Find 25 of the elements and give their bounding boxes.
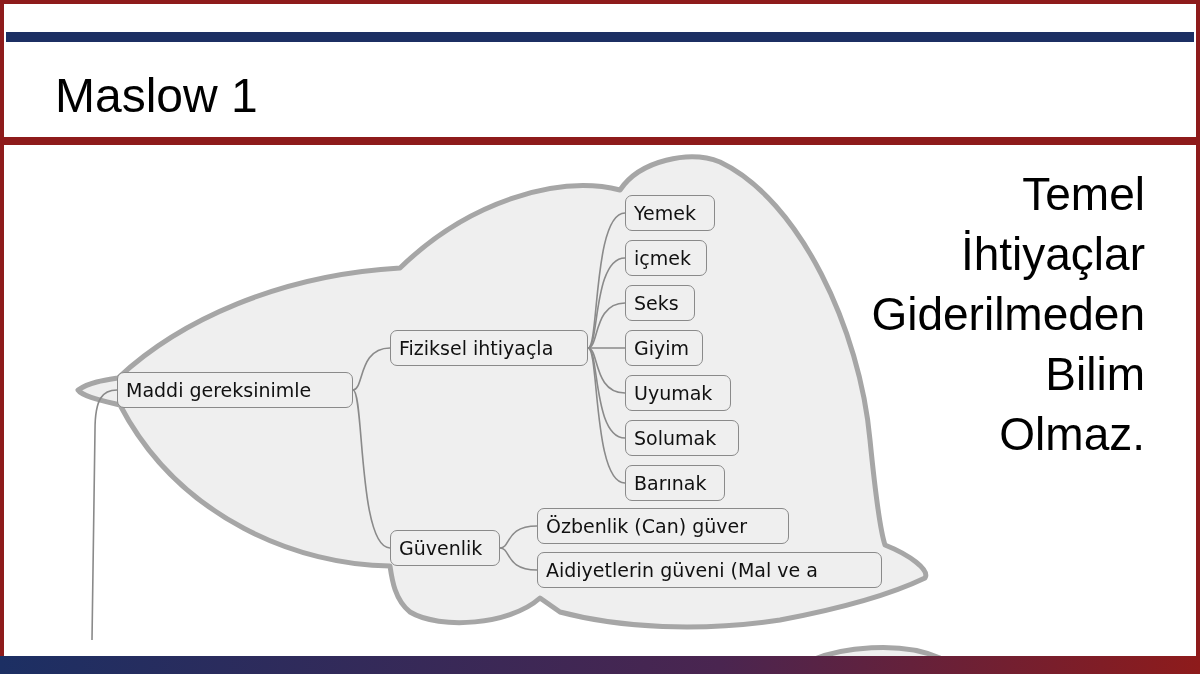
connector-line <box>587 257 626 349</box>
connector-line <box>499 525 538 549</box>
connector-line <box>352 347 391 391</box>
connector-line <box>91 389 118 641</box>
topic-box: Uyumak <box>625 375 731 411</box>
connector-line <box>587 302 626 349</box>
topic-box: Fiziksel ihtiyaçla <box>390 330 588 366</box>
topic-box: Yemek <box>625 195 715 231</box>
connector-line <box>587 347 626 349</box>
connector-line <box>587 347 626 394</box>
slide-title: Maslow 1 <box>55 68 258 124</box>
topic-box: Aidiyetlerin güveni (Mal ve a <box>537 552 882 588</box>
topic-box: Seks <box>625 285 695 321</box>
topic-box: Giyim <box>625 330 703 366</box>
note-text: Temel İhtiyaçlar Giderilmeden Bilim Olmaz. <box>870 167 1145 462</box>
topic-box: içmek <box>625 240 707 276</box>
topic-box: Solumak <box>625 420 739 456</box>
connector-line <box>499 547 538 571</box>
topic-box: Barınak <box>625 465 725 501</box>
topic-box: Maddi gereksinimle <box>117 372 353 408</box>
topic-box: Özbenlik (Can) güver <box>537 508 789 544</box>
connector-line <box>587 347 626 484</box>
connector-line <box>587 212 626 349</box>
connector-line <box>352 389 391 549</box>
topic-box: Güvenlik <box>390 530 500 566</box>
